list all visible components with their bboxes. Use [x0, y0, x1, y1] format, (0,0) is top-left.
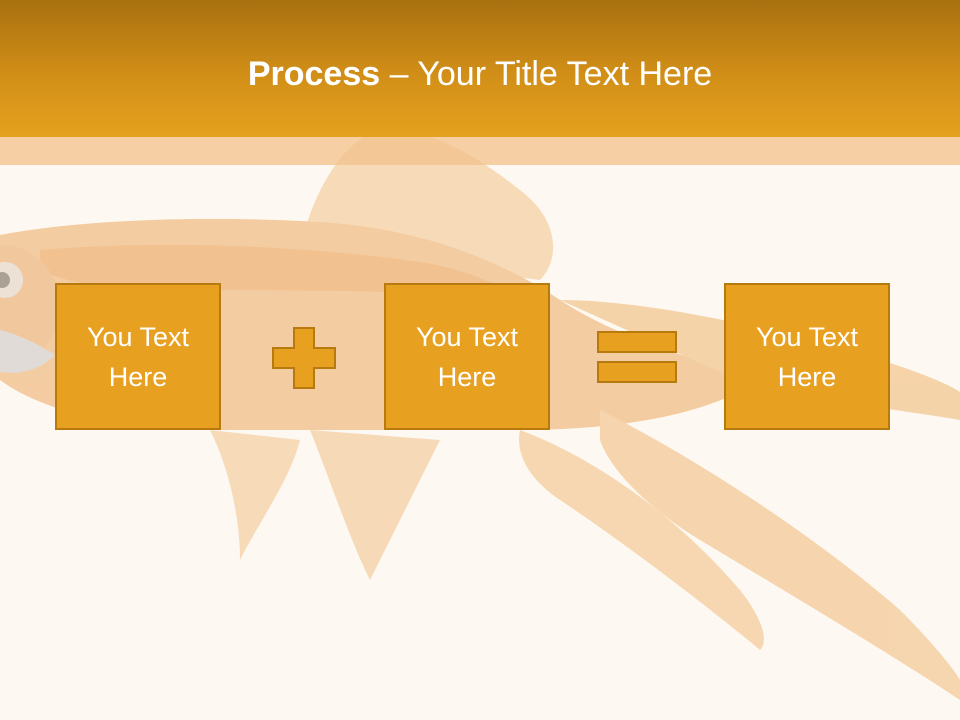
process-box-2[interactable]: You Text Here [384, 283, 550, 430]
title-bold-part: Process [247, 55, 381, 93]
equals-icon [597, 331, 677, 383]
process-box-1[interactable]: You Text Here [55, 283, 221, 430]
title-bar: Process – Your Title Text Here [0, 0, 960, 137]
slide-title[interactable]: Process – Your Title Text Here [0, 52, 960, 96]
process-box-1-text: You Text Here [86, 321, 190, 392]
plus-icon [272, 327, 336, 389]
process-box-2-text: You Text Here [415, 321, 519, 392]
title-rest-part: – Your Title Text Here [380, 55, 713, 93]
header-accent-band [0, 137, 960, 165]
process-box-3-text: You Text Here [755, 321, 859, 392]
process-box-3[interactable]: You Text Here [724, 283, 890, 430]
